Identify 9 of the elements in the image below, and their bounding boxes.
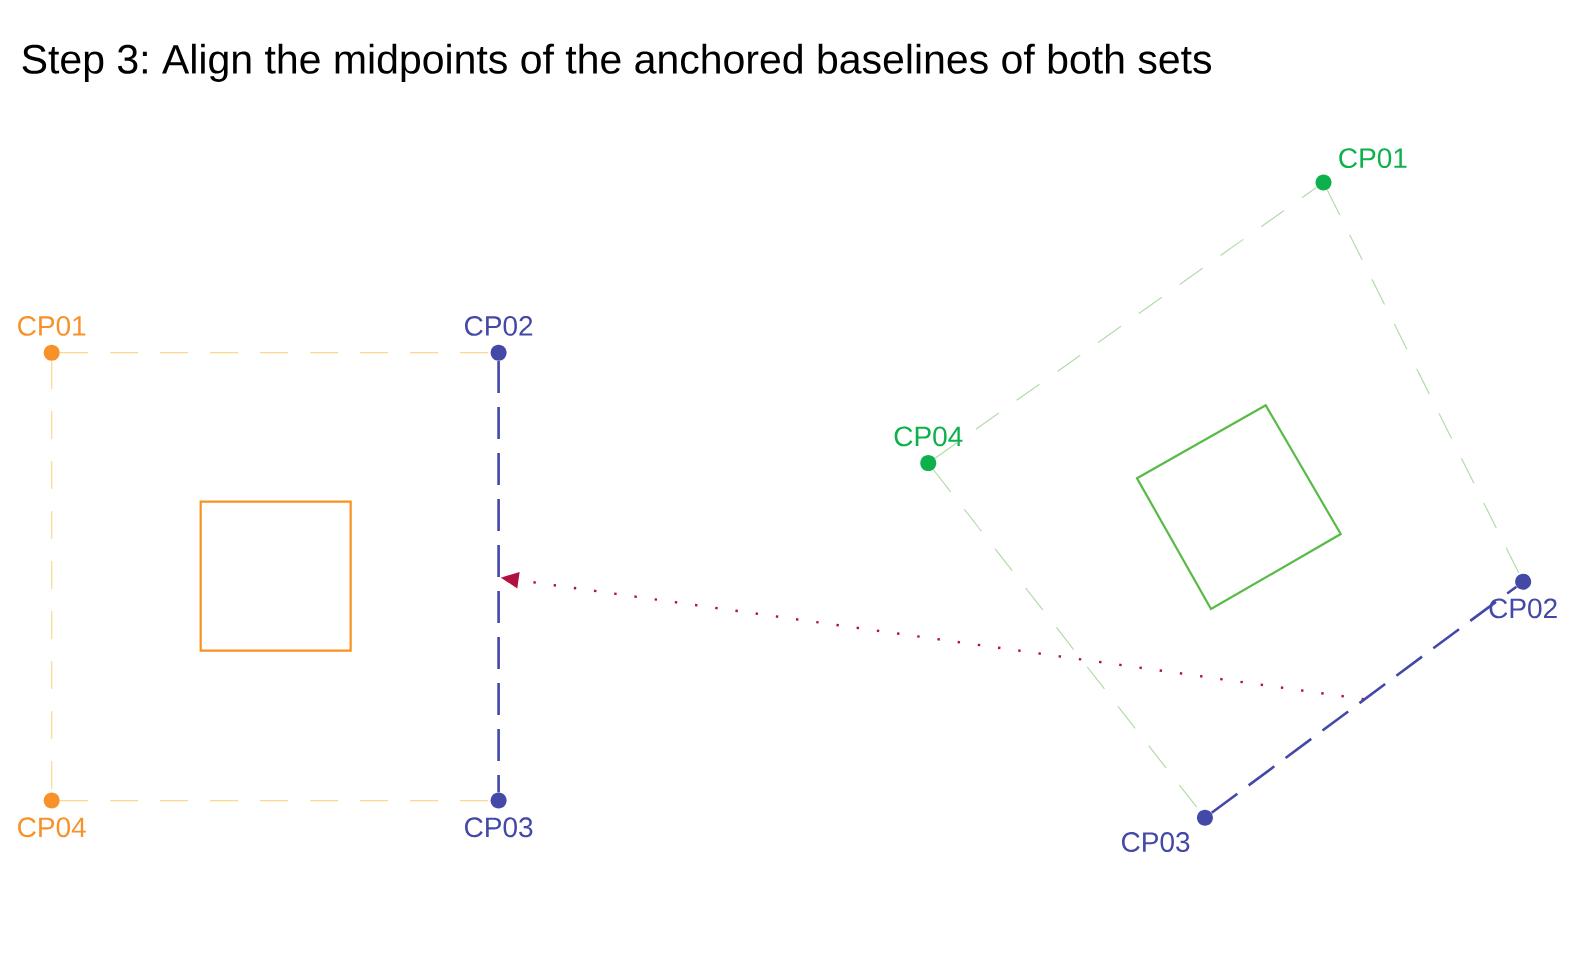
dashed-line [51,360,53,793]
square-outline [199,500,352,652]
dashed-line [59,800,491,802]
dashed-line [1210,585,1518,814]
square-outline [1135,404,1343,611]
dashed-line [59,352,491,354]
dashed-line [1326,189,1520,575]
title: Step 3: Align the midpoints of the anchored baselines of both sets [22,43,1212,83]
dashed-line [497,361,500,793]
